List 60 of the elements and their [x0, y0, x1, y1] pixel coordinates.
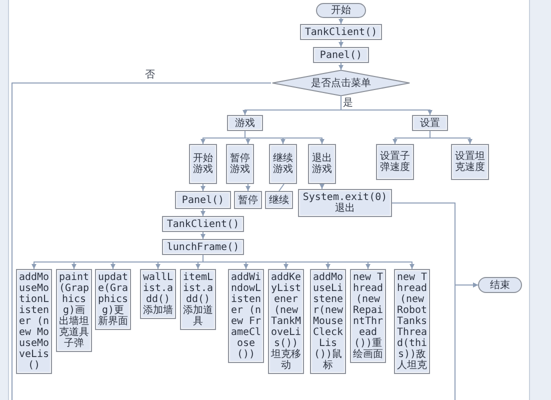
connector-line [278, 184, 284, 192]
process-box [265, 191, 293, 209]
process-box [175, 191, 231, 209]
node-text: paint(Graphics g)画出墙坦克道具子弹 [58, 272, 90, 349]
connector-arrow [338, 40, 344, 48]
process-box [226, 144, 254, 184]
node-text: new Thread(new RepaintThread())重绘画面 [352, 272, 384, 360]
node-text: 暂停 [238, 194, 258, 206]
node-text: TankClient() [166, 218, 240, 230]
process-box [300, 24, 382, 40]
node-text: 开始游戏 [192, 153, 214, 175]
connector-arrow [200, 208, 206, 216]
node-text: wallList.add()添加墙 [142, 272, 174, 316]
node-text: Panel() [320, 50, 362, 60]
node-text: Panel() [182, 194, 224, 206]
connector-arrow [200, 184, 206, 192]
connector-arrow [246, 184, 250, 192]
node-text: 暂停游戏 [229, 153, 251, 175]
connector-arrow [338, 18, 344, 24]
process-box [313, 47, 369, 63]
node-text: addWindowListener (new FrameClose()) [230, 272, 262, 360]
decision-diamond [271, 70, 411, 96]
node-text: 设置子弹速度 [379, 151, 411, 173]
node-text: 开始 [331, 5, 351, 16]
connector-line [12, 82, 272, 400]
node-text: 继续游戏 [272, 153, 294, 175]
node-text: 退出游戏 [311, 153, 333, 175]
process-box [451, 144, 489, 180]
node-text: new Thread(new RobotTanksThread(this))敌人坦克 [396, 272, 428, 371]
edge-label: 是 [342, 98, 354, 108]
process-box [189, 144, 217, 184]
process-box [269, 144, 297, 184]
node-text: addMouseListener(new MouseCleckLis())鼠标 [312, 272, 344, 371]
process-box [308, 144, 336, 184]
decision-text: 是否点击菜单 [311, 78, 371, 88]
node-text: addMouseMotionListener (new MouseMoveLis() [18, 272, 50, 371]
process-box [412, 115, 448, 131]
process-box [162, 216, 244, 232]
process-box [234, 191, 262, 209]
connector-arrow [200, 232, 206, 240]
process-box [376, 144, 414, 180]
node-text: 设置 [420, 118, 440, 128]
terminal-pill [478, 277, 522, 293]
process-box [162, 239, 244, 255]
node-text: lunchFrame() [166, 242, 240, 252]
process-box [227, 115, 263, 131]
terminal-pill [316, 3, 366, 18]
node-text: System.exit(0) 退出 [302, 192, 388, 214]
node-text: 结束 [490, 280, 510, 290]
node-text: itemList.add()添加道具 [182, 272, 214, 327]
node-text: addKeyListener (new TankMoveLis())坦克移动 [270, 272, 302, 371]
node-text: update(Graphics g)更新界面 [97, 272, 129, 327]
connector-arrow [454, 282, 478, 400]
node-text: 继续 [269, 194, 289, 206]
node-text: 设置坦克速度 [454, 151, 486, 173]
edge-label: 否 [144, 70, 156, 80]
connector-arrow [320, 184, 324, 190]
node-text: TankClient() [304, 26, 378, 38]
node-text: 游戏 [235, 118, 255, 128]
connector-arrow [338, 62, 344, 70]
